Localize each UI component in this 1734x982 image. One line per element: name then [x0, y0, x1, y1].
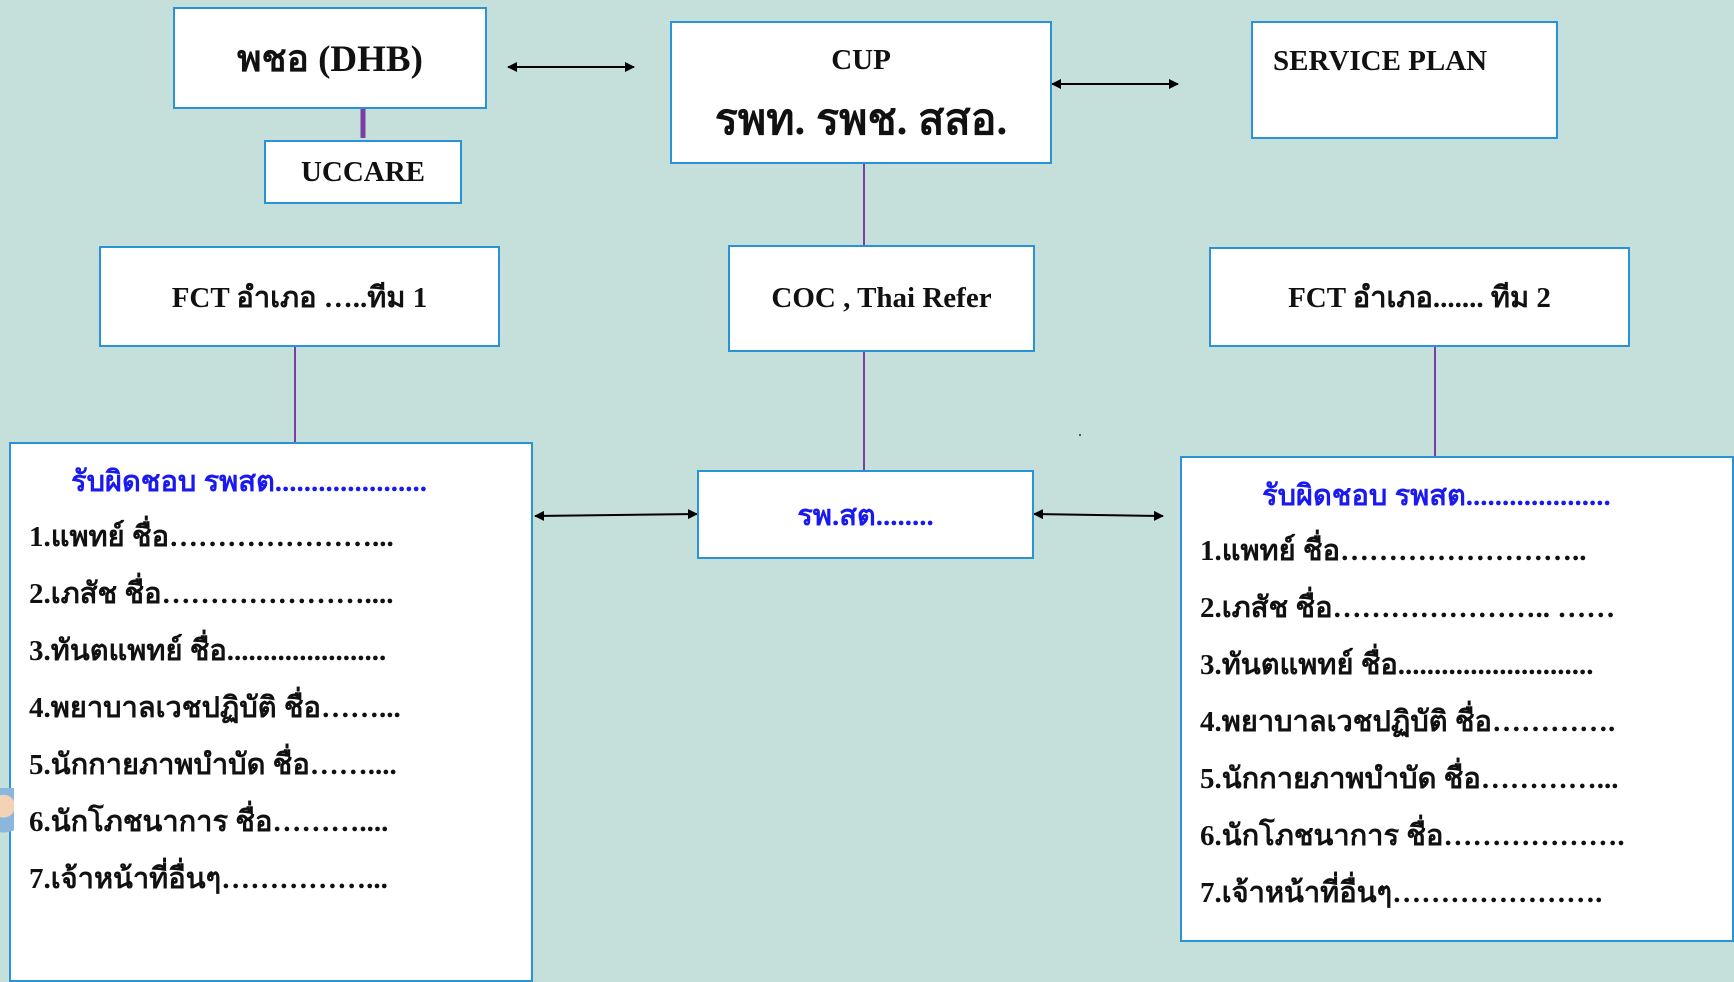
left-panel: รับผิดชอบ รพสต..................... 1.แพ… — [9, 442, 533, 982]
list-item: 1.แพทย์ ชื่อ…………………….. — [1200, 535, 1587, 567]
service-plan-box: SERVICE PLAN — [1251, 21, 1558, 139]
list-item: 1.แพทย์ ชื่อ…………………... — [29, 521, 394, 553]
coc-label: COC , Thai Refer — [771, 282, 992, 314]
dhb-label: พชอ (DHB) — [237, 38, 423, 80]
leftpanel-rpst-arrow — [534, 509, 698, 521]
left-panel-list: 1.แพทย์ ชื่อ…………………... 2.เภสัช ชื่อ……………… — [29, 509, 531, 908]
cup-subtitle: รพท. รพช. สสอ. — [714, 97, 1008, 144]
fct-team2-box: FCT อำเภอ....... ทีม 2 — [1209, 247, 1630, 347]
fct-team1-box: FCT อำเภอ …..ทีม 1 — [99, 246, 500, 347]
cup-title: CUP — [831, 44, 891, 76]
avatar-fragment-icon — [0, 788, 14, 840]
list-item: 4.พยาบาลเวชปฏิบัติ ชื่อ……... — [29, 692, 401, 724]
list-item: 5.นักกายภาพบำบัด ชื่อ…….... — [29, 749, 397, 781]
cup-box: CUP รพท. รพช. สสอ. — [670, 21, 1052, 164]
uccare-label: UCCARE — [300, 155, 426, 188]
fct-team2-label: FCT อำเภอ....... ทีม 2 — [1288, 282, 1551, 314]
rpst-center-box: รพ.สต........ — [697, 470, 1034, 559]
list-item: 7.เจ้าหน้าที่อื่นๆ…………………. — [1200, 877, 1603, 909]
list-item: 3.ทันตแพทย์ ชื่อ........................… — [1200, 649, 1594, 681]
right-panel: รับผิดชอบ รพสต.................... 1.แพท… — [1180, 456, 1734, 942]
rpst-rightpanel-arrow — [1033, 509, 1164, 521]
list-item: 4.พยาบาลเวชปฏิบัติ ชื่อ…………. — [1200, 706, 1616, 738]
list-item: 6.นักโภชนาการ ชื่อ……….... — [29, 806, 389, 838]
rpst-center-label: รพ.สต........ — [797, 499, 934, 532]
list-item: 2.เภสัช ชื่อ………………….. …… — [1200, 592, 1616, 624]
fct-team1-label: FCT อำเภอ …..ทีม 1 — [171, 281, 428, 314]
right-panel-list: 1.แพทย์ ชื่อ…………………….. 2.เภสัช ชื่อ……………… — [1200, 523, 1732, 922]
list-item: 3.ทันตแพทย์ ชื่อ...................... — [29, 635, 387, 667]
list-item: 7.เจ้าหน้าที่อื่นๆ……………... — [29, 863, 388, 895]
service-plan-label: SERVICE PLAN — [1273, 45, 1488, 77]
list-item: 2.เภสัช ชื่อ………………….... — [29, 578, 394, 610]
stray-dot — [1079, 434, 1081, 436]
right-panel-title: รับผิดชอบ รพสต.................... — [1262, 480, 1611, 512]
dhb-box: พชอ (DHB) — [173, 7, 487, 109]
list-item: 5.นักกายภาพบำบัด ชื่อ…………... — [1200, 763, 1619, 795]
coc-box: COC , Thai Refer — [728, 245, 1035, 352]
left-panel-title: รับผิดชอบ รพสต..................... — [71, 466, 428, 498]
list-item: 6.นักโภชนาการ ชื่อ………………. — [1200, 820, 1625, 852]
uccare-box: UCCARE — [264, 140, 462, 204]
